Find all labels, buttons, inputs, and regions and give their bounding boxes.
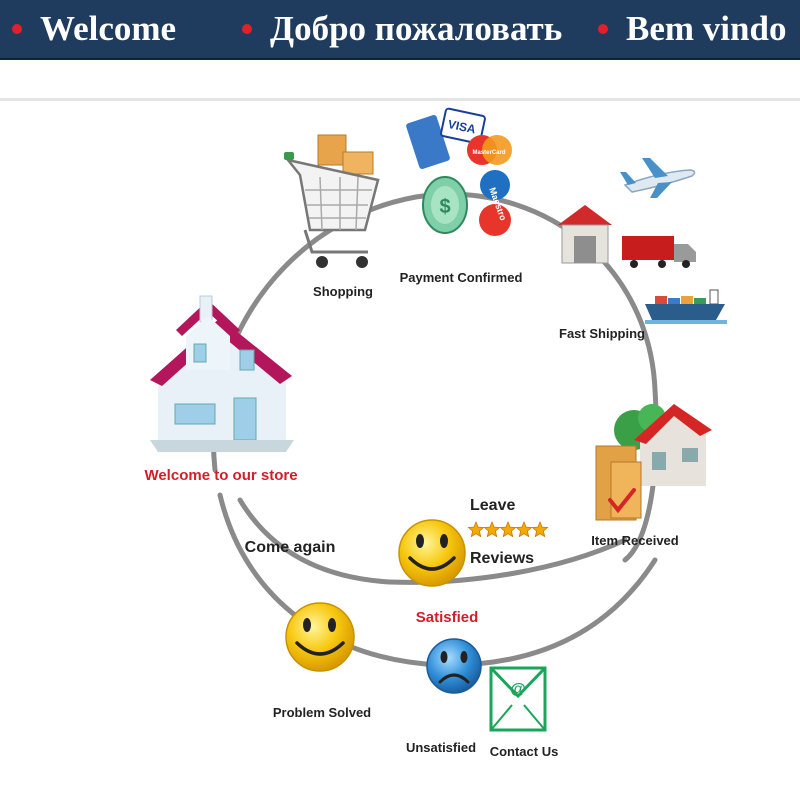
house-icon xyxy=(150,295,294,452)
label-item-received: Item Received xyxy=(591,533,678,548)
cargo-ship-icon xyxy=(645,289,727,324)
airplane-icon xyxy=(620,158,696,198)
star-icon xyxy=(467,520,485,538)
bullet-icon xyxy=(12,24,22,34)
star-icon xyxy=(483,520,501,538)
label-fast-shipping: Fast Shipping xyxy=(559,326,645,341)
warehouse-icon xyxy=(558,205,612,264)
truck-icon xyxy=(622,236,696,268)
label-welcome-store: Welcome to our store xyxy=(144,467,297,484)
label-payment-confirmed: Payment Confirmed xyxy=(400,270,523,285)
shopping-cart-icon xyxy=(284,134,380,268)
welcome-banner: Welcome Добро пожаловать Bem vindo xyxy=(0,0,800,60)
header-divider xyxy=(0,98,800,101)
bullet-icon xyxy=(598,24,608,34)
bullet-icon xyxy=(242,24,252,34)
label-leave: Leave xyxy=(470,497,515,514)
label-satisfied: Satisfied xyxy=(416,609,479,626)
label-shopping: Shopping xyxy=(313,284,373,299)
review-stars xyxy=(467,520,549,538)
item-received-icon xyxy=(595,404,712,521)
svg-text:VISA: VISA xyxy=(447,117,478,137)
credit-cards-icon: VISA MasterCard Maestro $ xyxy=(406,107,512,236)
greeting-russian: Добро пожаловать xyxy=(242,7,562,51)
svg-text:$: $ xyxy=(439,196,450,218)
star-icon xyxy=(515,520,533,538)
smiley-icon xyxy=(285,602,355,672)
sad-face-icon xyxy=(426,638,482,694)
email-envelope-icon: @ xyxy=(489,666,547,732)
label-problem-solved: Problem Solved xyxy=(273,705,371,720)
svg-text:@: @ xyxy=(510,681,526,698)
greeting-portuguese: Bem vindo xyxy=(598,7,786,51)
star-icon xyxy=(499,520,517,538)
label-reviews: Reviews xyxy=(470,550,534,567)
smiley-icon xyxy=(398,519,466,587)
svg-text:MasterCard: MasterCard xyxy=(472,150,505,156)
star-icon xyxy=(531,520,549,538)
label-contact-us: Contact Us xyxy=(490,744,559,759)
cycle-loop-inner xyxy=(237,497,628,585)
label-come-again: Come again xyxy=(245,539,336,556)
greeting-english: Welcome xyxy=(12,7,176,51)
label-unsatisfied: Unsatisfied xyxy=(406,740,476,755)
